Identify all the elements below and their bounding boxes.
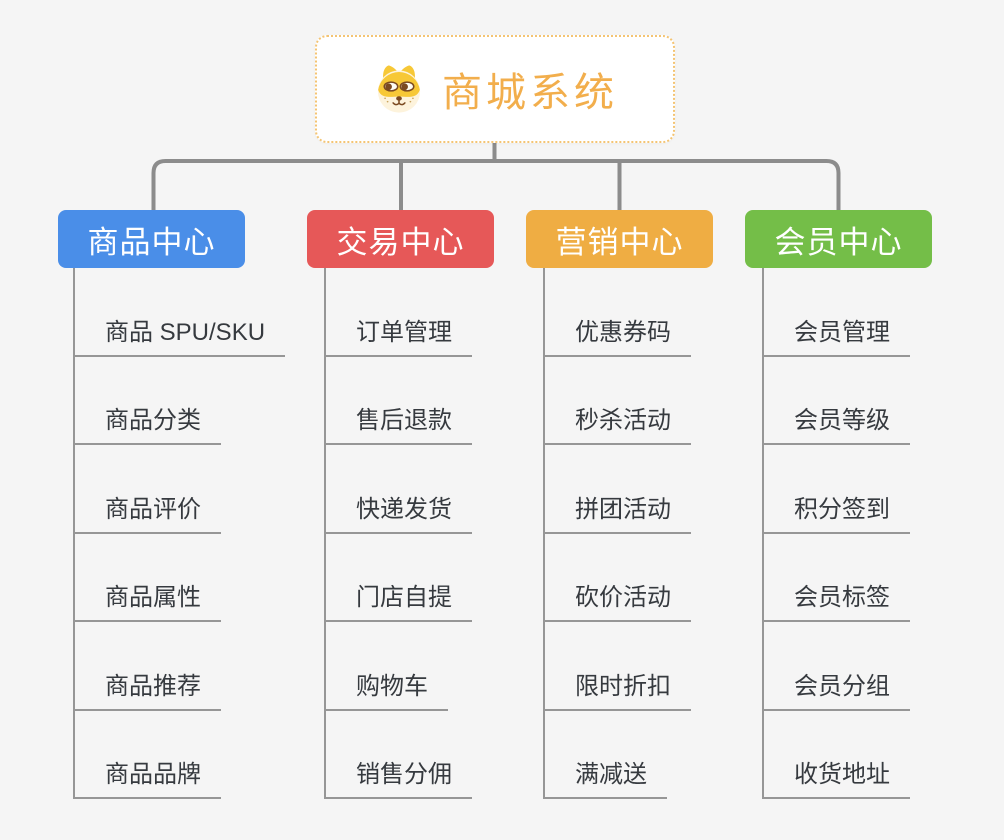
branch-node-goods-center[interactable]: 商品中心 bbox=[58, 210, 245, 268]
child-topic[interactable]: 会员分组 bbox=[762, 673, 910, 711]
column-connector-line bbox=[543, 268, 545, 799]
branch-node-marketing-center[interactable]: 营销中心 bbox=[526, 210, 713, 268]
child-topic[interactable]: 积分签到 bbox=[762, 496, 910, 534]
child-topic[interactable]: 会员标签 bbox=[762, 584, 910, 622]
child-topic[interactable]: 限时折扣 bbox=[543, 673, 691, 711]
child-topic[interactable]: 快递发货 bbox=[324, 496, 472, 534]
root-title: 商城系统 bbox=[442, 71, 618, 115]
child-topic[interactable]: 商品分类 bbox=[73, 407, 221, 445]
branch-label: 营销中心 bbox=[555, 224, 684, 260]
column-connector-line bbox=[762, 268, 764, 799]
child-topic[interactable]: 会员管理 bbox=[762, 319, 910, 357]
dog-face-icon bbox=[377, 65, 421, 113]
branch-node-trade-center[interactable]: 交易中心 bbox=[307, 210, 494, 268]
child-topic[interactable]: 秒杀活动 bbox=[543, 407, 691, 445]
branch-bus-line bbox=[151, 159, 841, 210]
child-topic[interactable]: 商品推荐 bbox=[73, 673, 221, 711]
root-node[interactable]: 商城系统 bbox=[315, 35, 675, 143]
branch-column-trade: 订单管理 售后退款 快递发货 门店自提 购物车 销售分佣 bbox=[324, 268, 564, 799]
child-topic[interactable]: 购物车 bbox=[324, 673, 448, 711]
child-topic[interactable]: 优惠券码 bbox=[543, 319, 691, 357]
child-topic[interactable]: 商品评价 bbox=[73, 496, 221, 534]
child-topic[interactable]: 商品品牌 bbox=[73, 761, 221, 799]
column-connector-line bbox=[324, 268, 326, 799]
child-topic[interactable]: 满减送 bbox=[543, 761, 667, 799]
branch-label: 商品中心 bbox=[87, 224, 216, 260]
child-topic[interactable]: 销售分佣 bbox=[324, 761, 472, 799]
branch-label: 会员中心 bbox=[774, 224, 903, 260]
child-topic[interactable]: 商品属性 bbox=[73, 584, 221, 622]
child-topic[interactable]: 订单管理 bbox=[324, 319, 472, 357]
branch-column-member: 会员管理 会员等级 积分签到 会员标签 会员分组 收货地址 bbox=[762, 268, 1002, 799]
branch-node-member-center[interactable]: 会员中心 bbox=[745, 210, 932, 268]
child-topic[interactable]: 门店自提 bbox=[324, 584, 472, 622]
column-connector-line bbox=[73, 268, 75, 799]
child-topic[interactable]: 砍价活动 bbox=[543, 584, 691, 622]
child-topic[interactable]: 收货地址 bbox=[762, 761, 910, 799]
child-topic[interactable]: 商品 SPU/SKU bbox=[73, 319, 286, 357]
branch-column-goods: 商品 SPU/SKU 商品分类 商品评价 商品属性 商品推荐 商品品牌 bbox=[73, 268, 313, 799]
child-topic[interactable]: 售后退款 bbox=[324, 407, 472, 445]
child-topic[interactable]: 会员等级 bbox=[762, 407, 910, 445]
child-topic[interactable]: 拼团活动 bbox=[543, 496, 691, 534]
branch-column-marketing: 优惠券码 秒杀活动 拼团活动 砍价活动 限时折扣 满减送 bbox=[543, 268, 783, 799]
branch-label: 交易中心 bbox=[336, 224, 465, 260]
